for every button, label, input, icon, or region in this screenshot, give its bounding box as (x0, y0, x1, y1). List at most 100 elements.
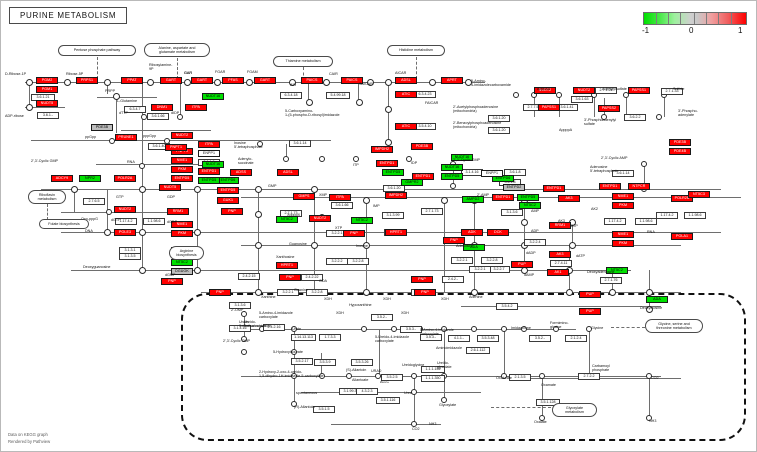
gene-box[interactable]: ENTPD5 (198, 177, 220, 184)
ec-number-box[interactable]: 6.3.4.23 (414, 91, 436, 98)
gene-box[interactable]: PAPSS2 (598, 105, 620, 112)
compound-node[interactable] (601, 114, 607, 120)
gene-box[interactable]: AK3 (549, 251, 571, 258)
gene-box[interactable]: ENTPD5 (217, 187, 239, 194)
compound-node[interactable] (406, 156, 412, 162)
ec-number-box[interactable]: 2.7.1.33 (661, 88, 683, 95)
compound-node[interactable] (323, 79, 330, 86)
compound-node[interactable] (513, 92, 519, 98)
compound-node[interactable] (106, 209, 112, 215)
ec-number-box[interactable]: 1.7.3.3 (319, 334, 341, 341)
gene-box[interactable]: GART (254, 77, 276, 84)
ec-number-box[interactable]: 4.1.1.- (448, 335, 470, 342)
gene-box[interactable]: NT5C2 (276, 216, 298, 223)
compound-node[interactable] (363, 242, 370, 249)
ec-number-box[interactable]: 2.1.3.5 (509, 374, 531, 381)
gene-box[interactable]: PNP (209, 289, 231, 296)
ec-number-box[interactable]: 3.2.2.8 (481, 257, 503, 264)
gene-box[interactable]: ADSL (277, 169, 299, 176)
ec-number-box[interactable]: 3.5.2.- (371, 314, 393, 321)
compound-node[interactable] (501, 373, 507, 379)
compound-node[interactable] (255, 211, 262, 218)
ec-number-box[interactable]: 2.7.1.76 (600, 277, 622, 284)
compound-node[interactable] (241, 311, 247, 317)
compound-node[interactable] (283, 156, 289, 162)
compound-node[interactable] (539, 415, 545, 421)
gene-box[interactable]: ENPP1 (481, 170, 503, 177)
compound-node[interactable] (291, 373, 297, 379)
gene-box[interactable]: ENTPD6 (217, 177, 239, 184)
compound-node[interactable] (646, 289, 653, 296)
gene-box[interactable]: ENTPD5 (441, 173, 463, 180)
gene-box[interactable]: ENPP1 (198, 150, 220, 157)
gene-box[interactable]: POLR2A (114, 175, 136, 182)
ec-number-box[interactable]: 3.6.1.20 (488, 127, 510, 134)
gene-box[interactable]: ENTPD5 (171, 175, 193, 182)
ec-number-box[interactable]: 1.1.98.6 (684, 212, 706, 219)
gene-box[interactable]: NT5C2 (519, 202, 541, 209)
gene-box[interactable]: PFAS (222, 77, 244, 84)
ec-number-box[interactable]: 1.1.1.350 (421, 375, 445, 382)
pathway-map-link[interactable]: Folate biosynthesis (39, 219, 89, 229)
gene-box[interactable]: ENTPD1 (376, 160, 398, 167)
gene-box[interactable]: POLE3 (114, 229, 136, 236)
gene-box[interactable]: PNP (161, 278, 183, 285)
compound-node[interactable] (255, 186, 262, 193)
compound-node[interactable] (569, 242, 576, 249)
ec-number-box[interactable]: 3.5.1.5 (313, 406, 335, 413)
gene-box[interactable]: NUDT16 (202, 93, 224, 100)
compound-node[interactable] (385, 79, 392, 86)
ec-number-box[interactable]: 2.4.2.15 (238, 273, 260, 280)
ec-number-box[interactable]: 3.6.1.- (37, 112, 59, 119)
gene-box[interactable]: PUP (579, 308, 601, 315)
gene-box[interactable]: NME1 (171, 157, 193, 164)
gene-box[interactable]: PDE3B (91, 124, 113, 131)
ec-number-box[interactable]: 3.2.2.1 (469, 266, 491, 273)
compound-node[interactable] (346, 373, 352, 379)
gene-box[interactable]: ENTPD1 (492, 194, 514, 201)
gene-box[interactable]: NUDT5 (159, 184, 181, 191)
ec-number-box[interactable]: 3.5.3.26 (351, 359, 373, 366)
compound-node[interactable] (471, 326, 477, 332)
ec-number-box[interactable]: 3.1.3.6 (501, 209, 523, 216)
gene-box[interactable]: PNP (221, 208, 243, 215)
compound-node[interactable] (241, 336, 247, 342)
gene-box[interactable]: ADSL (395, 77, 417, 84)
gene-box[interactable]: PPAT (121, 77, 143, 84)
ec-number-box[interactable]: 3.1.4.16 (229, 325, 251, 332)
ec-number-box[interactable]: 1.17.4.2 (115, 218, 137, 225)
ec-number-box[interactable]: 1.1.98.6 (635, 218, 657, 225)
ec-number-box[interactable]: 3.5.3.9 (314, 359, 336, 366)
compound-node[interactable] (646, 373, 652, 379)
gene-box[interactable]: NUDT2 (171, 132, 193, 139)
gene-box[interactable]: HPRT1 (385, 229, 407, 236)
compound-node[interactable] (26, 104, 33, 111)
compound-node[interactable] (246, 79, 253, 86)
ec-number-box[interactable]: 3.6.1.8 (504, 169, 526, 176)
compound-node[interactable] (566, 289, 573, 296)
compound-node[interactable] (646, 415, 652, 421)
compound-node[interactable] (375, 373, 381, 379)
ec-number-box[interactable]: 5.4.99.18 (326, 92, 350, 99)
ec-number-box[interactable]: 2.7.4.11 (550, 260, 572, 267)
ec-number-box[interactable]: 1.17.4.2 (656, 212, 678, 219)
ec-number-box[interactable]: 3.5.3.- (400, 326, 422, 333)
gene-box[interactable]: PDE4B (669, 148, 691, 155)
compound-node[interactable] (291, 401, 297, 407)
gene-box[interactable]: IMPDH2 (385, 192, 407, 199)
ec-number-box[interactable]: 3.6.1.66 (331, 202, 353, 209)
ec-number-box[interactable]: 2.1.2.4 (565, 335, 587, 342)
ec-number-box[interactable]: 3.2.2.2 (326, 258, 348, 265)
gene-box[interactable]: PNP (414, 289, 436, 296)
gene-box[interactable]: PKM (171, 166, 193, 173)
gene-box[interactable]: NME1 (171, 221, 193, 228)
compound-node[interactable] (411, 373, 417, 379)
compound-node[interactable] (411, 389, 417, 395)
gene-box[interactable]: HPRT1 (276, 262, 298, 269)
gene-box[interactable]: GUK1 (217, 197, 239, 204)
gene-box[interactable]: NUDT2 (534, 87, 556, 94)
pathway-map-link[interactable]: Thiamine metabolism (273, 56, 333, 67)
ec-number-box[interactable]: 3.2.2.8 (306, 289, 328, 296)
ec-number-box[interactable]: 1.1.98.6 (143, 218, 165, 225)
